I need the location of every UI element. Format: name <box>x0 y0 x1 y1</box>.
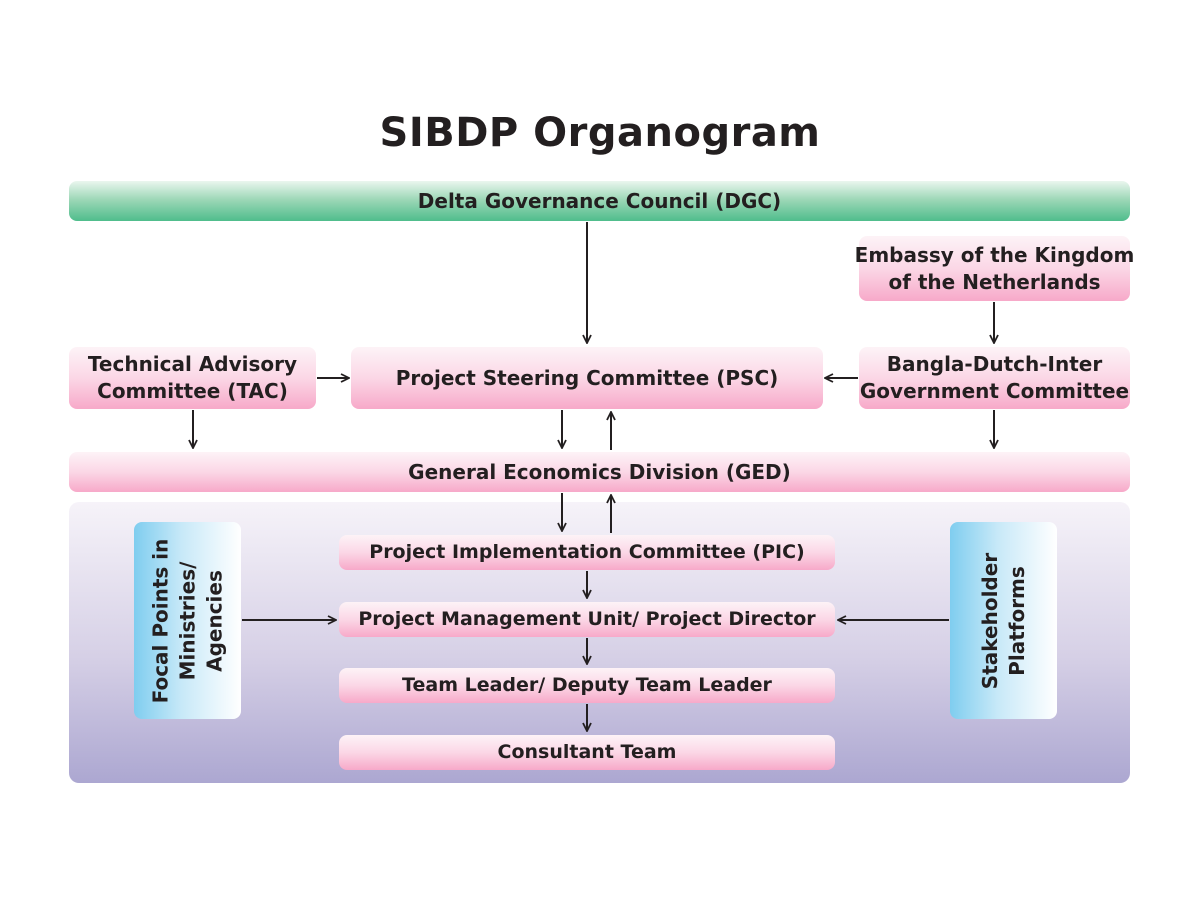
node-team-leader: Team Leader/ Deputy Team Leader <box>339 668 835 703</box>
node-embassy: Embassy of the Kingdom of the Netherland… <box>855 236 1134 301</box>
node-consultant: Consultant Team <box>339 735 835 770</box>
node-psc: Project Steering Committee (PSC) <box>351 347 823 409</box>
node-ged: General Economics Division (GED) <box>69 452 1130 492</box>
diagram-title: SIBDP Organogram <box>379 110 821 156</box>
node-bdigc: Bangla-Dutch-Inter Government Committee <box>859 347 1130 409</box>
node-pmu: Project Management Unit/ Project Directo… <box>339 602 835 637</box>
node-dgc: Delta Governance Council (DGC) <box>69 181 1130 221</box>
node-pic: Project Implementation Committee (PIC) <box>339 535 835 570</box>
node-tac: Technical Advisory Committee (TAC) <box>69 347 316 409</box>
node-stakeholder: Stakeholder Platforms <box>950 522 1057 719</box>
node-focal-points: Focal Points in Ministries/ Agencies <box>134 522 241 719</box>
